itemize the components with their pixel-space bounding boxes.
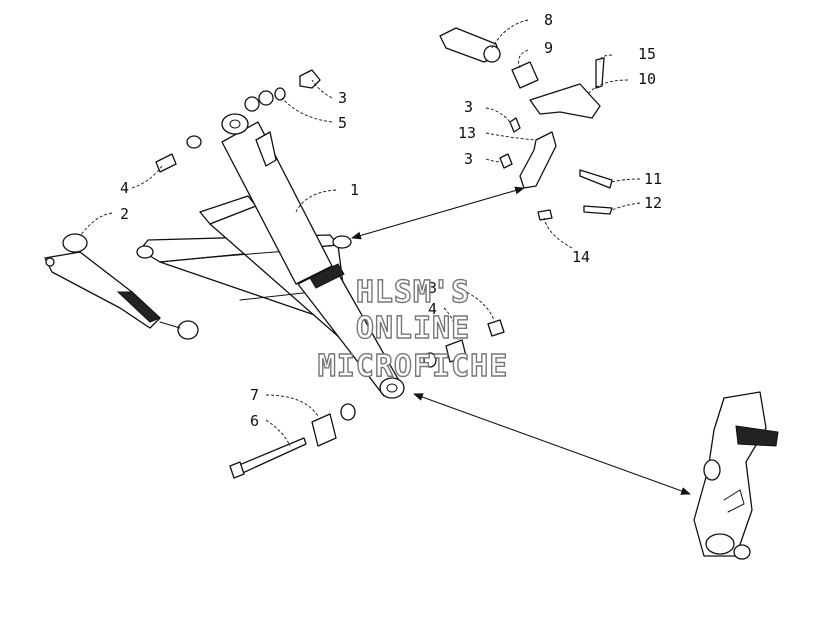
- callout-12: 12: [644, 194, 662, 212]
- callout-1: 1: [350, 181, 359, 199]
- callout-3-lower: 3: [428, 279, 437, 297]
- bushing-7: [311, 413, 337, 447]
- shock-absorber: [221, 113, 405, 399]
- callout-10: 10: [638, 70, 656, 88]
- spindle: [693, 391, 779, 560]
- callout-11: 11: [644, 170, 662, 188]
- link-13: [519, 131, 557, 189]
- callout-8: 8: [544, 11, 553, 29]
- watermark: HLSM'S ONLINE MICROFICHE: [317, 274, 509, 384]
- callout-labels: 8 9 15 10 3 5 3 13 3 11 12 4 1 2 14 3 4 …: [120, 11, 662, 430]
- bolt-12: [583, 205, 613, 215]
- callout-6: 6: [250, 412, 259, 430]
- leader-lines: [79, 19, 641, 447]
- callout-5: 5: [338, 114, 347, 132]
- callout-4-top: 4: [120, 179, 129, 197]
- bushing-9: [511, 61, 539, 89]
- top-mount-hardware: [155, 69, 321, 173]
- watermark-line-3: MICROFICHE: [318, 349, 509, 384]
- callout-3-middle: 3: [464, 150, 473, 168]
- nut-3-middle: [499, 153, 513, 169]
- nut-3-top: [299, 69, 321, 89]
- assembly-arrows: [351, 186, 691, 495]
- callout-2: 2: [120, 205, 129, 223]
- callout-3-upper: 3: [464, 98, 473, 116]
- callout-4-lower: 4: [428, 300, 437, 318]
- nut-3-upper: [509, 117, 521, 133]
- bushing-4-top: [155, 153, 177, 173]
- callout-9: 9: [544, 39, 553, 57]
- bolt-11: [579, 169, 613, 189]
- nut-3-bottom: [487, 319, 505, 337]
- watermark-line-2: ONLINE: [356, 311, 470, 346]
- callout-3-top: 3: [338, 89, 347, 107]
- callout-13: 13: [458, 124, 476, 142]
- linkage-assembly: [439, 27, 613, 221]
- bottom-mount-hardware: [229, 319, 505, 479]
- bushing-4-bottom: [445, 339, 467, 363]
- washer-top: [186, 135, 202, 149]
- watermark-line-1: HLSM'S: [356, 275, 470, 310]
- callout-7: 7: [250, 386, 259, 404]
- bracket-10: [529, 83, 601, 119]
- key-14: [537, 209, 553, 221]
- steering-assembly: [44, 233, 199, 340]
- callout-14: 14: [572, 248, 590, 266]
- callout-15: 15: [638, 45, 656, 63]
